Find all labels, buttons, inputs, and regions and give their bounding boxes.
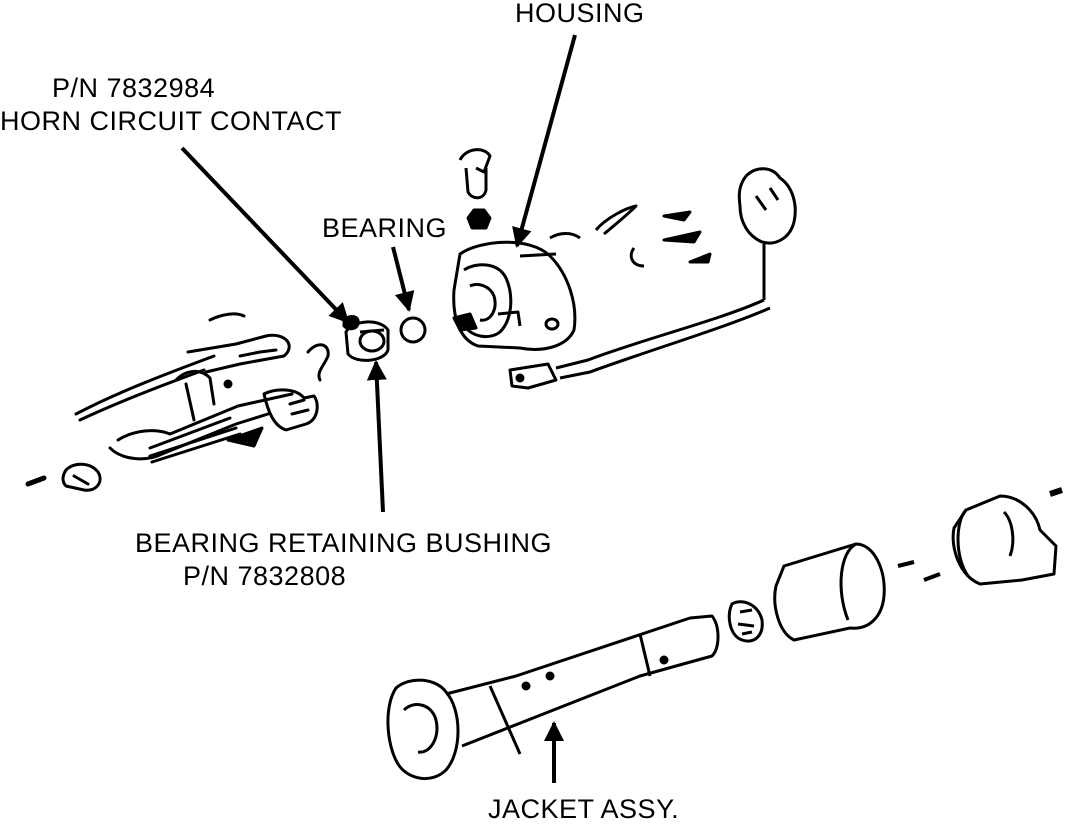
horn-circuit-contact-label: HORN CIRCUIT CONTACT <box>0 106 342 136</box>
horn-contact-leader-arrow <box>180 146 350 324</box>
lower-housing-cylinder-part <box>773 542 886 642</box>
lock-cylinder-parts <box>458 148 712 268</box>
bearing-part <box>399 316 427 344</box>
horn-contact-part-number-label: P/N 7832984 <box>52 73 216 103</box>
lower-bearing-part <box>727 600 764 643</box>
leader-arrows <box>180 34 577 783</box>
bearing-label: BEARING <box>322 213 448 243</box>
dimmer-switch-wire-assembly <box>508 167 797 390</box>
adapter-end-cap-part <box>951 494 1058 586</box>
bearing-retaining-bushing-label: BEARING RETAINING BUSHING <box>135 528 553 558</box>
jacket-assembly-part <box>386 614 720 780</box>
adapter-screws <box>897 487 1063 582</box>
bearing-retaining-bushing-part <box>344 320 390 362</box>
housing-label: HOUSING <box>515 0 645 28</box>
bushing-part-number-label: P/N 7832808 <box>183 561 347 591</box>
housing-part <box>452 240 577 351</box>
bushing-leader-arrow <box>366 360 387 513</box>
housing-leader-arrow <box>512 34 577 248</box>
bearing-leader-arrow <box>391 246 415 312</box>
turn-signal-switch-assembly <box>25 312 330 492</box>
jacket-assembly-label: JACKET ASSY. <box>488 794 680 824</box>
